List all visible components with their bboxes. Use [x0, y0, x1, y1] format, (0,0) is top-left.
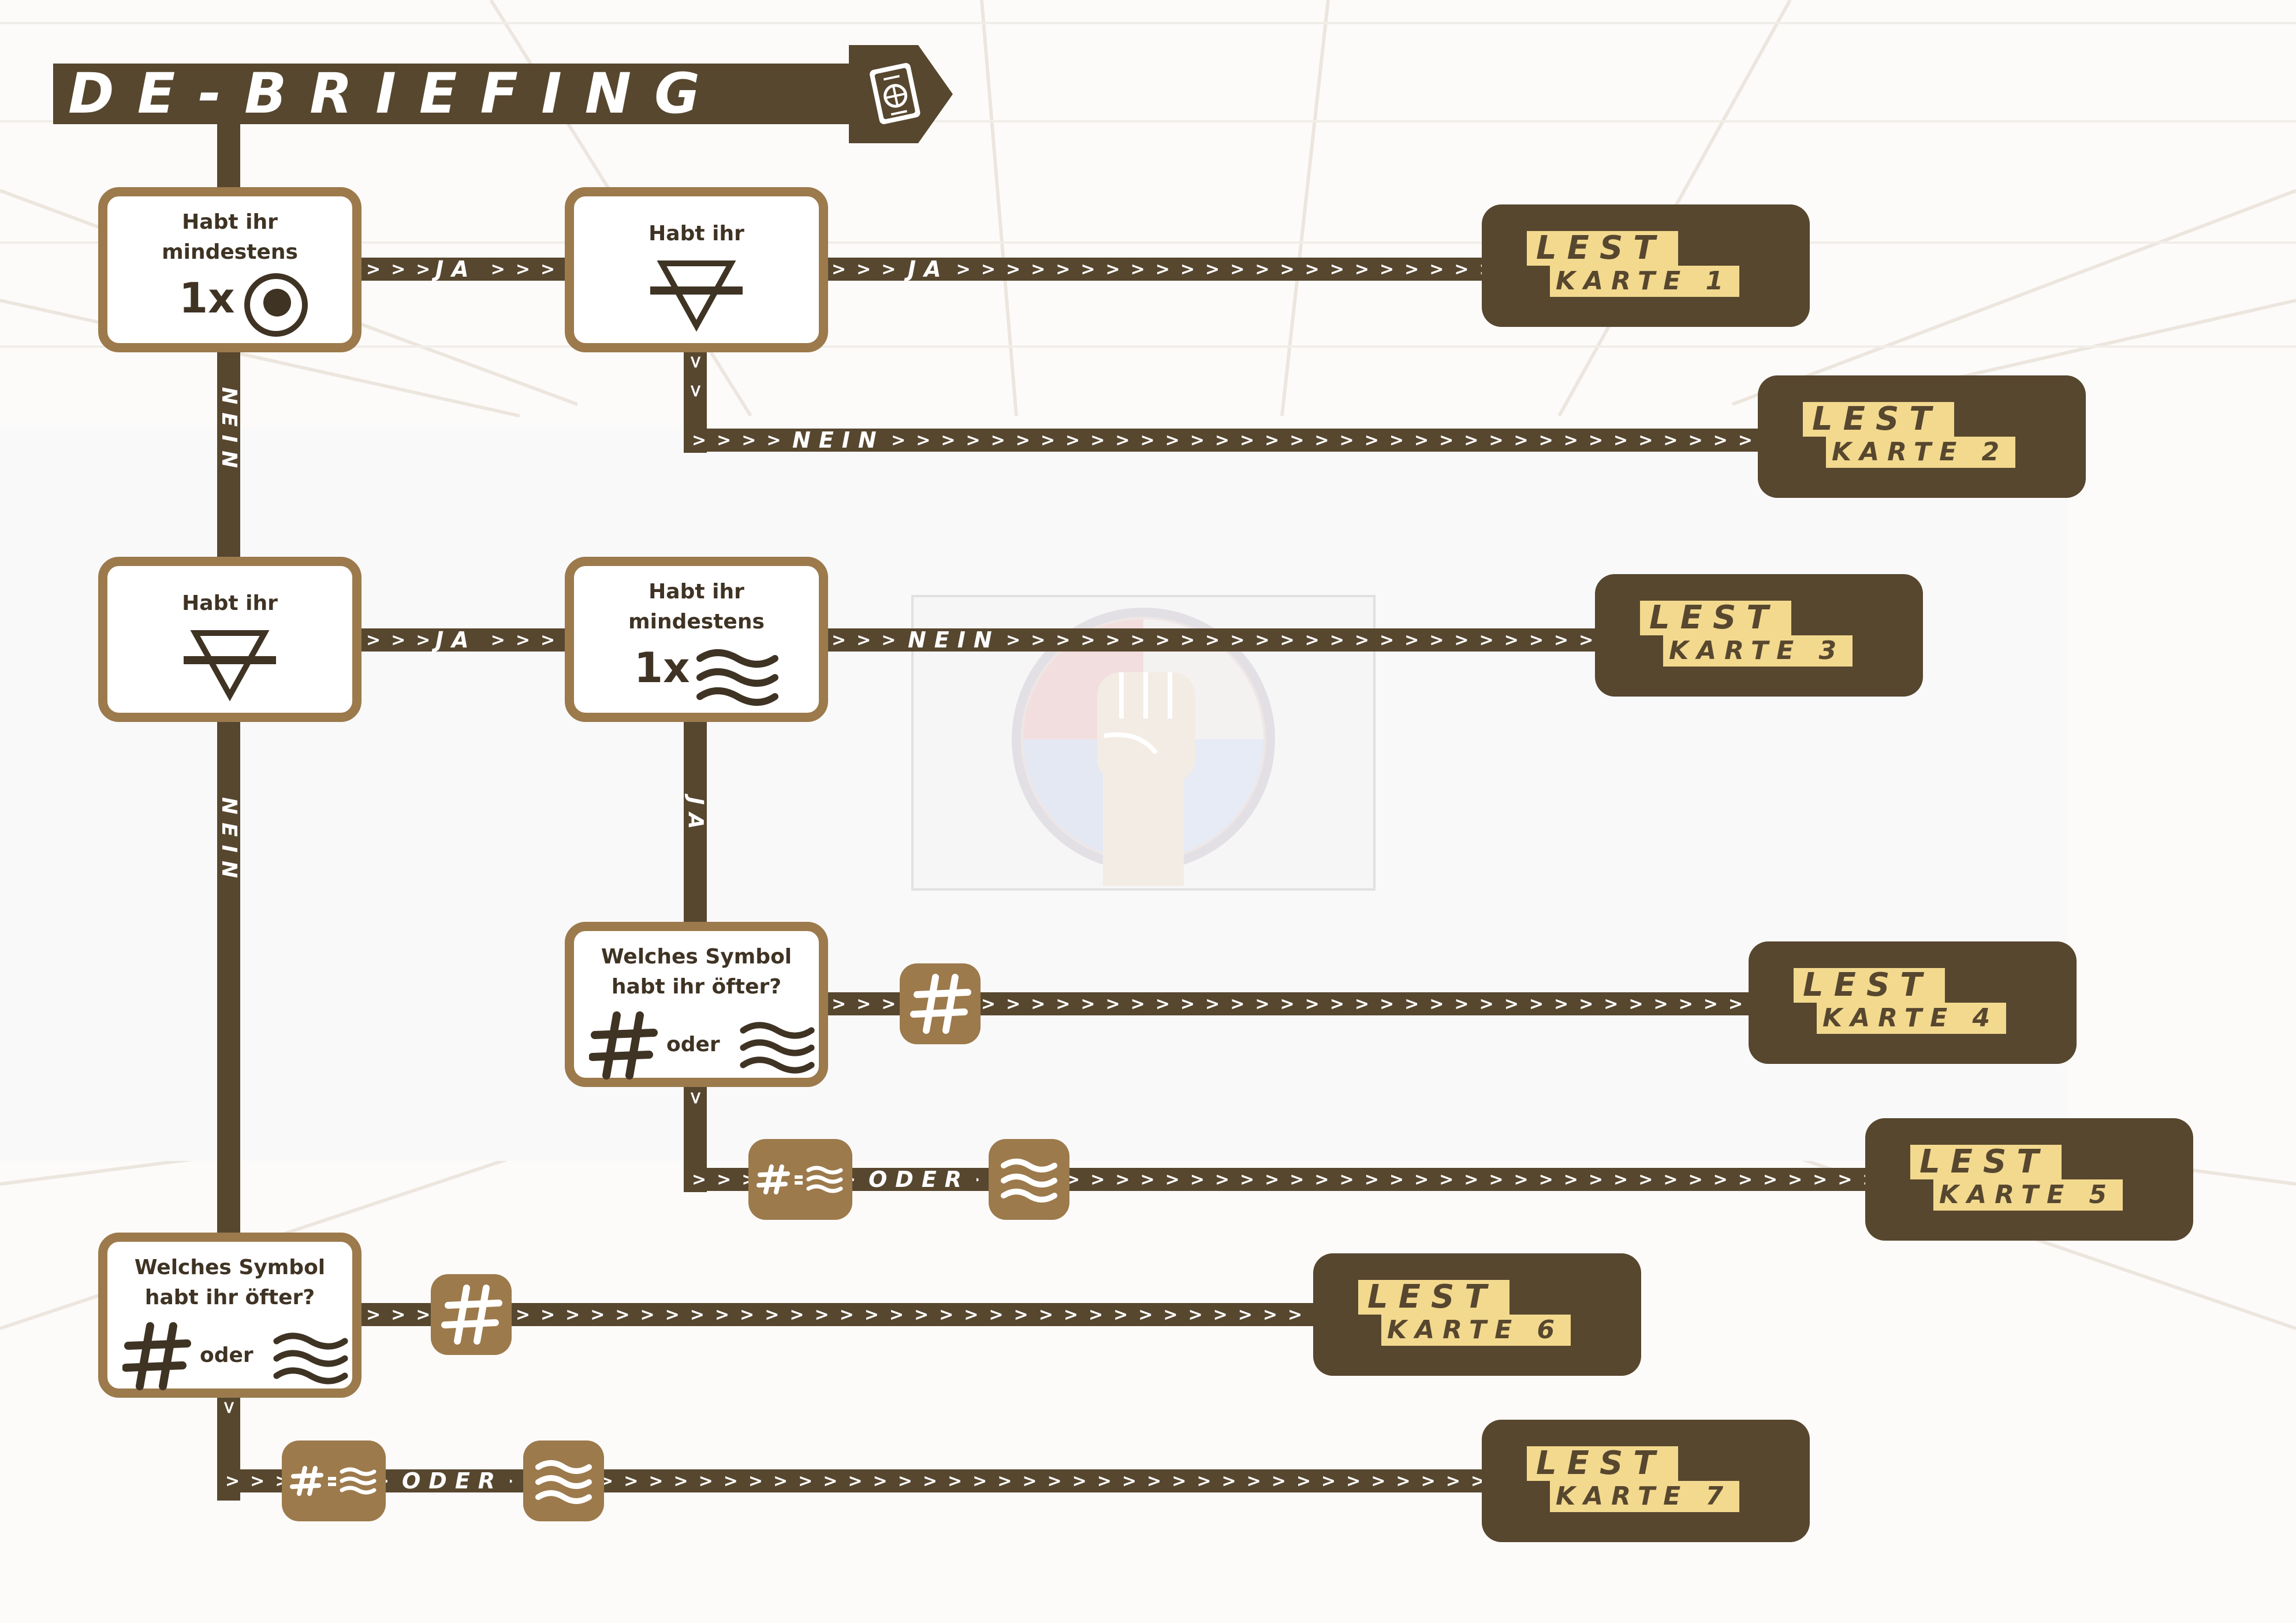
question-box-6: Welches Symbol habt ihr öfter? oder — [98, 1233, 361, 1398]
equal-badge-q6 — [282, 1440, 386, 1521]
hash-equals-waves-icon — [290, 1466, 377, 1496]
question-5-oder: oder — [666, 1033, 720, 1056]
waves-icon — [273, 1332, 348, 1384]
card-1-lest: LEST — [1527, 231, 1679, 266]
result-card-1: LEST KARTE 1 — [1482, 204, 1810, 327]
label-nein-q3: NEIN — [217, 791, 241, 892]
waves-icon — [1001, 1159, 1057, 1203]
label-ja-q1: JA — [428, 258, 484, 281]
target-icon — [244, 273, 308, 337]
card-3-karte: KARTE 3 — [1663, 635, 1853, 667]
waves-badge-q6 — [523, 1440, 604, 1521]
card-4-lest: LEST — [1794, 968, 1945, 1003]
waves-icon — [535, 1460, 592, 1504]
passport-icon — [870, 63, 920, 124]
card-4-karte: KARTE 4 — [1817, 1003, 2007, 1034]
question-4-line2: mindestens — [628, 610, 765, 634]
result-card-2: LEST KARTE 2 — [1758, 375, 2086, 498]
waves-icon — [740, 1022, 815, 1074]
card-7-karte: KARTE 7 — [1550, 1481, 1740, 1512]
hash-icon — [441, 1285, 502, 1345]
question-1-line2: mindestens — [162, 240, 298, 264]
connector-title-stem — [217, 121, 240, 191]
raised-fist-watermark-icon — [1012, 608, 1275, 886]
question-5-line2: habt ihr öfter? — [611, 975, 782, 999]
result-card-3: LEST KARTE 3 — [1595, 574, 1923, 697]
hash-badge-q5 — [900, 963, 981, 1044]
label-ja-q4: JA — [684, 791, 707, 843]
hash-equals-waves-icon — [756, 1164, 843, 1194]
waves-badge-q5 — [989, 1139, 1069, 1220]
result-card-5: LEST KARTE 5 — [1865, 1118, 2193, 1241]
card-6-karte: KARTE 6 — [1381, 1315, 1571, 1346]
question-box-1: Habt ihr mindestens 1x — [98, 187, 361, 352]
page-title: DE-BRIEFING — [68, 61, 723, 126]
card-2-lest: LEST — [1803, 402, 1955, 437]
waves-icon — [696, 649, 778, 706]
label-oder-q6: ODER — [395, 1469, 510, 1492]
question-1-line1: Habt ihr — [182, 210, 278, 234]
question-2-line1: Habt ihr — [648, 222, 744, 245]
card-3-lest: LEST — [1640, 601, 1792, 635]
question-6-line2: habt ihr öfter? — [144, 1286, 315, 1309]
question-6-oder: oder — [200, 1343, 254, 1367]
card-6-lest: LEST — [1358, 1280, 1510, 1315]
cell-symbol-icon — [184, 630, 276, 702]
label-nein-q1: NEIN — [217, 381, 241, 482]
question-5-line1: Welches Symbol — [601, 945, 792, 969]
card-7-lest: LEST — [1527, 1446, 1679, 1481]
question-box-2: Habt ihr — [565, 187, 828, 352]
result-card-4: LEST KARTE 4 — [1749, 941, 2077, 1064]
equal-badge-q5 — [748, 1139, 852, 1220]
title-tag — [849, 45, 953, 143]
card-5-karte: KARTE 5 — [1933, 1179, 2123, 1211]
question-4-count: 1x — [634, 643, 690, 692]
label-nein-q4: NEIN — [901, 628, 1007, 652]
label-oder-q5: ODER — [862, 1168, 977, 1191]
hash-icon — [122, 1322, 191, 1390]
card-1-karte: KARTE 1 — [1550, 266, 1740, 297]
question-box-5: Welches Symbol habt ihr öfter? oder — [565, 922, 828, 1087]
cell-symbol-icon — [650, 260, 743, 332]
question-1-count: 1x — [179, 274, 235, 322]
question-3-line1: Habt ihr — [182, 591, 278, 615]
label-nein-q2: NEIN — [785, 429, 892, 452]
result-card-6: LEST KARTE 6 — [1313, 1253, 1641, 1376]
label-ja-q2: JA — [901, 258, 956, 281]
label-ja-q3: JA — [428, 628, 484, 652]
card-2-karte: KARTE 2 — [1826, 437, 2016, 468]
connector-q6-card6: >>>>>>>>>>>>>>>>>>>>>>>>>>>>>>>>>>>>>>>>… — [358, 1303, 1328, 1326]
card-5-lest: LEST — [1910, 1145, 2062, 1179]
question-6-line1: Welches Symbol — [134, 1256, 326, 1279]
hash-badge-q6 — [431, 1274, 512, 1355]
question-box-4: Habt ihr mindestens 1x — [565, 557, 828, 722]
result-card-7: LEST KARTE 7 — [1482, 1420, 1810, 1542]
question-box-3: Habt ihr — [98, 557, 361, 722]
hash-icon — [910, 974, 971, 1034]
hash-icon — [589, 1011, 658, 1079]
question-4-line1: Habt ihr — [648, 580, 744, 604]
title-banner — [53, 64, 856, 124]
